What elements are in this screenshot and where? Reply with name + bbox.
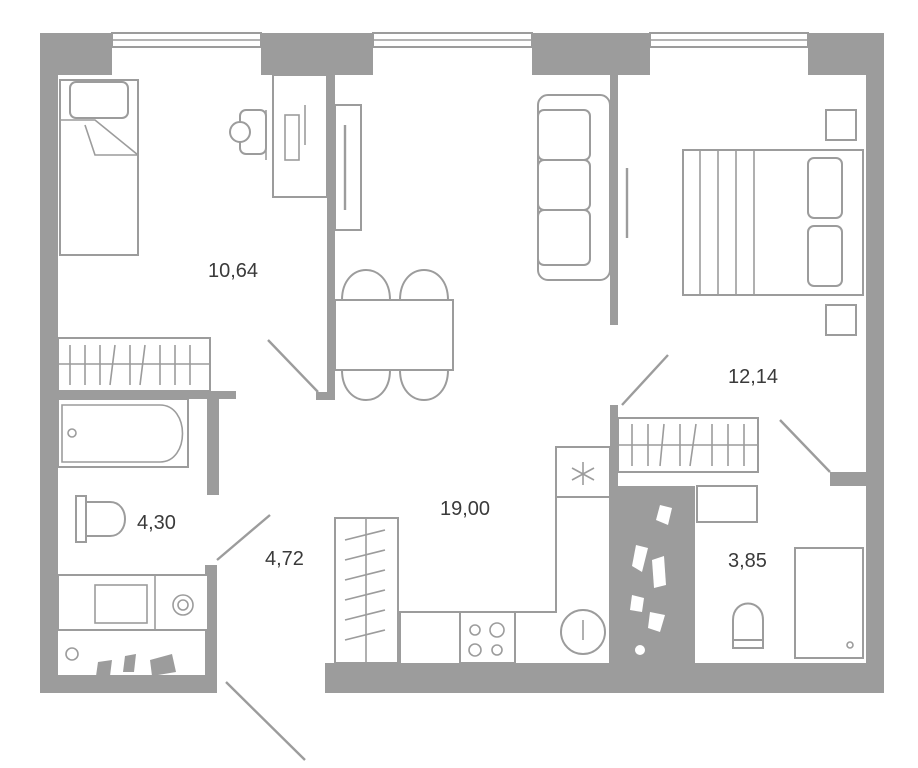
- wall-top-mid: [261, 33, 373, 75]
- area-living-kitchen: 19,00: [440, 498, 490, 520]
- area-wc: 3,85: [728, 550, 767, 572]
- bed-icon: [59, 79, 139, 256]
- dining-set: [334, 269, 454, 401]
- bathroom: 4,30: [57, 398, 209, 661]
- door-bedroom-small: [267, 339, 319, 393]
- shower-tray: [794, 547, 864, 659]
- wardrobe-small: [57, 337, 211, 392]
- door-wc: [779, 419, 831, 473]
- kitchen-counter: [399, 446, 611, 664]
- wall-bottom-left: [40, 675, 216, 693]
- wc-sink: [696, 485, 758, 523]
- sink-icon: [560, 609, 606, 655]
- tv-stand: [334, 104, 362, 231]
- snowflake-icon: [571, 462, 595, 485]
- wall-top-mid2: [532, 33, 650, 75]
- toilet-icon: [75, 495, 126, 543]
- bed-icon: [682, 149, 864, 296]
- hallway: 4,72: [216, 514, 306, 761]
- bedroom-large: 12,14: [617, 109, 864, 473]
- wall-stub-1: [316, 392, 335, 400]
- living-kitchen: 19,00: [334, 94, 611, 664]
- sofa-icon: [537, 94, 611, 281]
- wall-living-bedroom2: [610, 75, 618, 325]
- door-bathroom: [216, 514, 271, 561]
- wall-bottom-right: [325, 663, 884, 693]
- area-hallway: 4,72: [265, 548, 304, 570]
- nightstand-bottom: [825, 304, 857, 336]
- wall-bath-top: [58, 391, 236, 399]
- outer-walls: [40, 33, 884, 693]
- door-entrance: [225, 681, 306, 761]
- toilet-icon: [732, 602, 764, 649]
- wardrobe-bedroom: [617, 417, 759, 473]
- wall-right: [866, 33, 884, 693]
- wall-wc-top: [830, 472, 866, 486]
- wall-left: [40, 33, 58, 693]
- chair-icon: [229, 109, 267, 160]
- wall-bedroom-living: [327, 75, 335, 395]
- wardrobe-hall: [334, 517, 399, 664]
- wall-bath-right: [207, 391, 219, 495]
- area-bedroom-small: 10,64: [208, 260, 258, 282]
- area-bathroom: 4,30: [137, 512, 176, 534]
- nightstand-top: [825, 109, 857, 141]
- windows: [111, 32, 809, 48]
- desk: [272, 74, 328, 198]
- area-bedroom-large: 12,14: [728, 366, 778, 388]
- stove-burners-icon: [459, 611, 516, 664]
- wall-wc-left: [610, 405, 618, 665]
- drain-icon: [65, 647, 79, 661]
- bedroom-small: 10,64: [57, 74, 328, 393]
- bathtub-icon: [57, 398, 189, 468]
- wc: 3,85: [696, 485, 864, 659]
- washer-spiral-icon: [57, 574, 209, 631]
- interior-walls: [58, 75, 866, 693]
- door-bedroom-large: [621, 354, 669, 406]
